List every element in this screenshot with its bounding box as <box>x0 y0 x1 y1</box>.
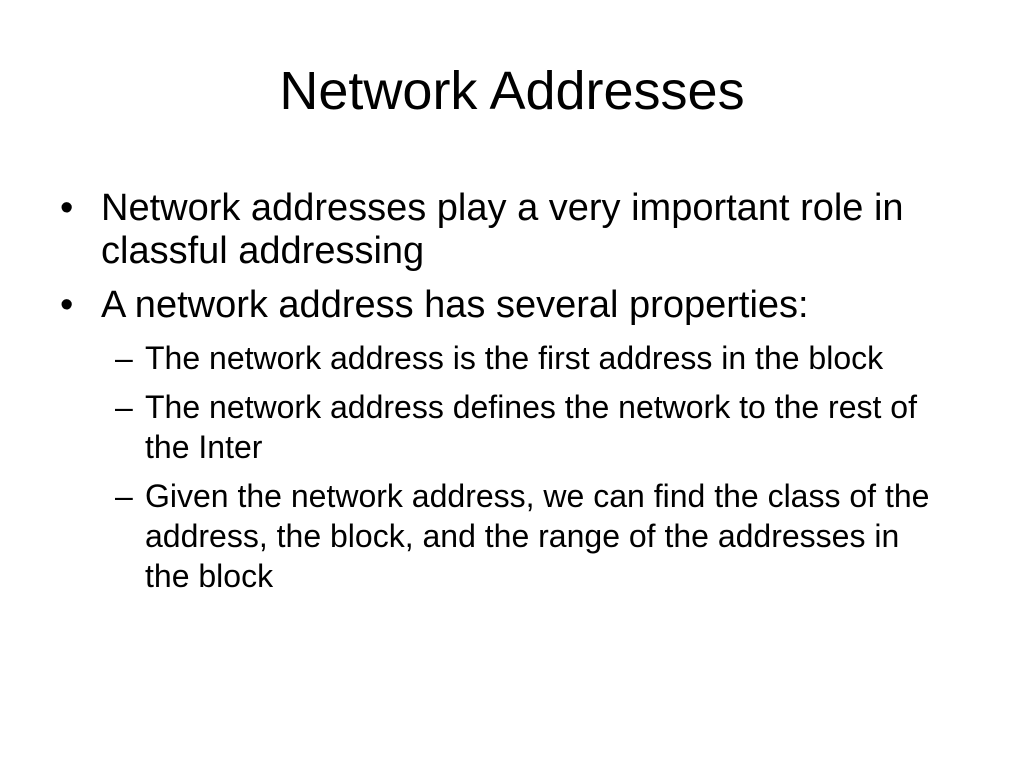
sub-bullet-marker: – <box>115 389 133 425</box>
sub-bullet-text: Given the network address, we can find t… <box>145 478 930 594</box>
bullet-marker: • <box>60 284 74 326</box>
bullet-item: • Network addresses play a very importan… <box>60 187 980 273</box>
sub-bullet-item: – The network address is the first addre… <box>115 338 935 378</box>
bullet-text: Network addresses play a very important … <box>101 187 904 272</box>
sub-bullet-item: – The network address defines the networ… <box>115 387 935 467</box>
sub-bullet-marker: – <box>115 478 133 514</box>
sub-bullet-item: – Given the network address, we can find… <box>115 476 935 596</box>
sub-bullet-text: The network address is the first address… <box>145 340 884 376</box>
slide-title: Network Addresses <box>279 61 745 121</box>
sub-bullet-list: – The network address is the first addre… <box>60 338 980 596</box>
slide-content: • Network addresses play a very importan… <box>60 187 980 605</box>
sub-bullet-text: The network address defines the network … <box>145 389 917 465</box>
bullet-marker: • <box>60 187 74 229</box>
bullet-item: • A network address has several properti… <box>60 284 980 327</box>
sub-bullet-marker: – <box>115 340 133 376</box>
bullet-text: A network address has several properties… <box>101 284 809 326</box>
